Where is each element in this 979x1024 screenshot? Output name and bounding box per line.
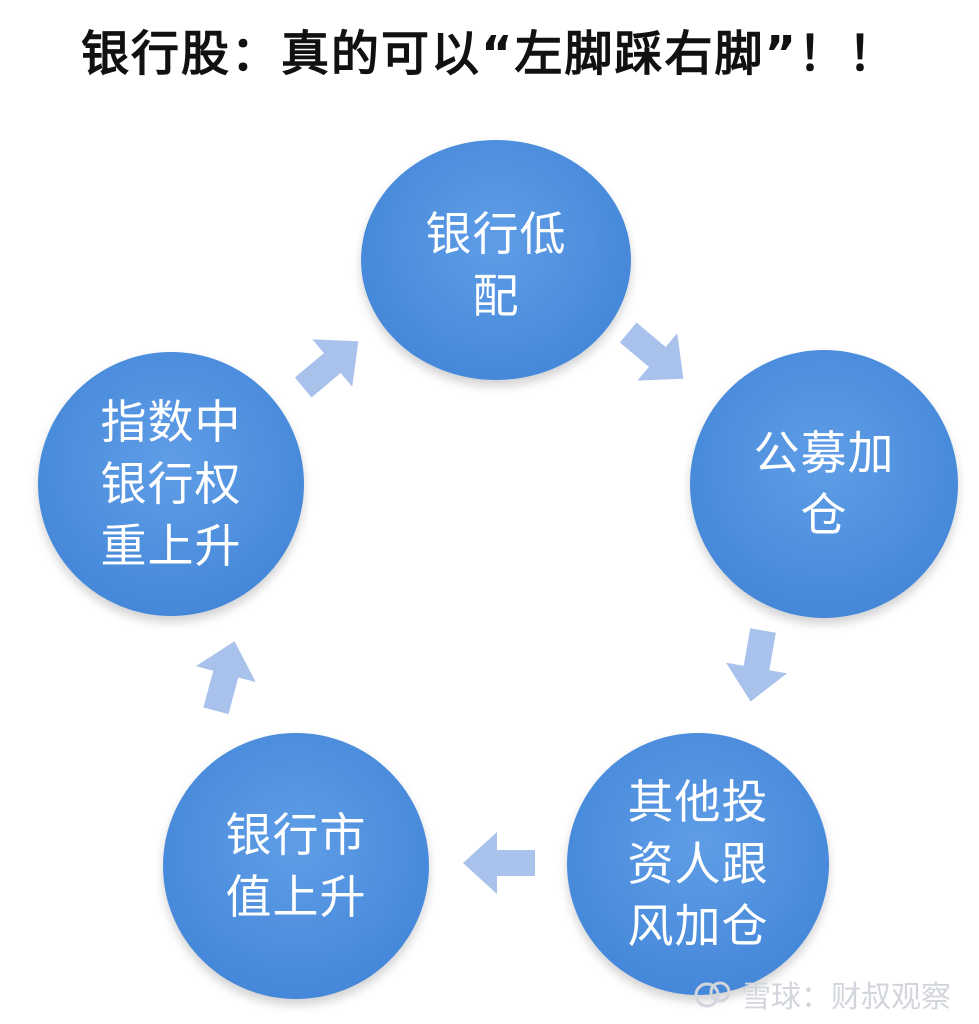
- node-index-weight-rise: 指数中 银行权 重上升: [38, 352, 304, 616]
- node-label: 银行低 配: [425, 207, 567, 323]
- node-bank-underweight: 银行低 配: [361, 140, 631, 380]
- arrow-icon: [610, 310, 700, 400]
- node-label: 其他投 资人跟 风加仓: [627, 775, 769, 953]
- node-bank-market-cap-rise: 银行市 值上升: [163, 733, 429, 999]
- node-label: 银行市 值上升: [225, 808, 367, 924]
- arrow-icon: [285, 320, 375, 410]
- node-label: 指数中 银行权 重上升: [100, 395, 242, 573]
- watermark-text: 雪球：财叔观察: [741, 980, 951, 1015]
- node-other-investors-follow: 其他投 资人跟 风加仓: [567, 733, 829, 995]
- snowball-icon: [693, 979, 733, 1009]
- node-public-fund-add: 公募加 仓: [690, 350, 958, 618]
- watermark: 雪球：财叔观察: [693, 972, 951, 1016]
- node-label: 公募加 仓: [753, 426, 895, 542]
- diagram-title: 银行股：真的可以“左脚踩右脚”！！: [80, 26, 899, 82]
- arrow-icon: [712, 620, 802, 710]
- arrow-icon: [455, 818, 545, 908]
- arrow-icon: [180, 632, 270, 722]
